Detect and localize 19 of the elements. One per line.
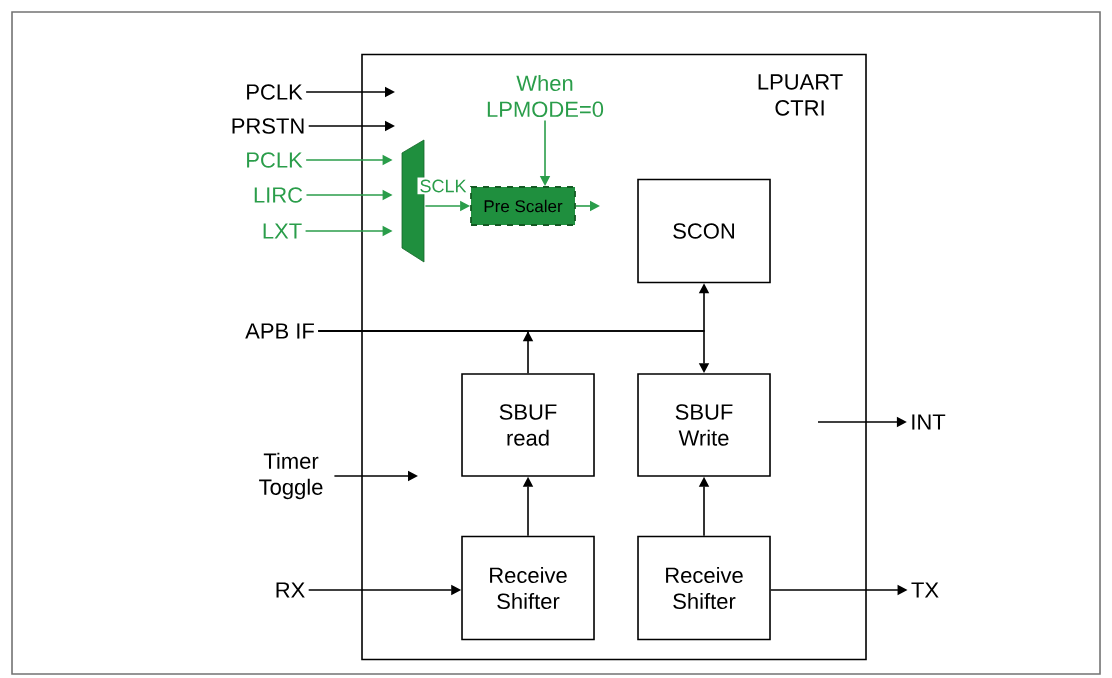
block-box: Receive Shifter xyxy=(461,535,595,641)
signal-label: TX xyxy=(911,582,939,598)
block-box: Receive Shifter xyxy=(637,535,771,641)
signal-label: INT xyxy=(912,414,946,430)
block-title: LPUART CTRI xyxy=(758,74,843,116)
signal-label: PCLK xyxy=(247,152,303,168)
signal-label: PRSTN xyxy=(232,118,304,134)
signal-label: APB IF xyxy=(245,323,314,339)
block-box: SBUF Write xyxy=(637,373,771,477)
prescaler-box: Pre Scaler xyxy=(470,186,576,226)
edge-label: SCLK xyxy=(417,177,469,195)
signal-label: LXT xyxy=(263,223,302,239)
signal-label: When LPMODE=0 xyxy=(487,74,604,118)
signal-label: Timer Toggle xyxy=(259,452,323,500)
block-box: SBUF read xyxy=(461,373,595,477)
signal-label: LIRC xyxy=(254,187,303,203)
block-box: SCON xyxy=(637,178,771,284)
signal-label: PCLK xyxy=(247,84,303,100)
signal-label: RX xyxy=(276,582,305,598)
